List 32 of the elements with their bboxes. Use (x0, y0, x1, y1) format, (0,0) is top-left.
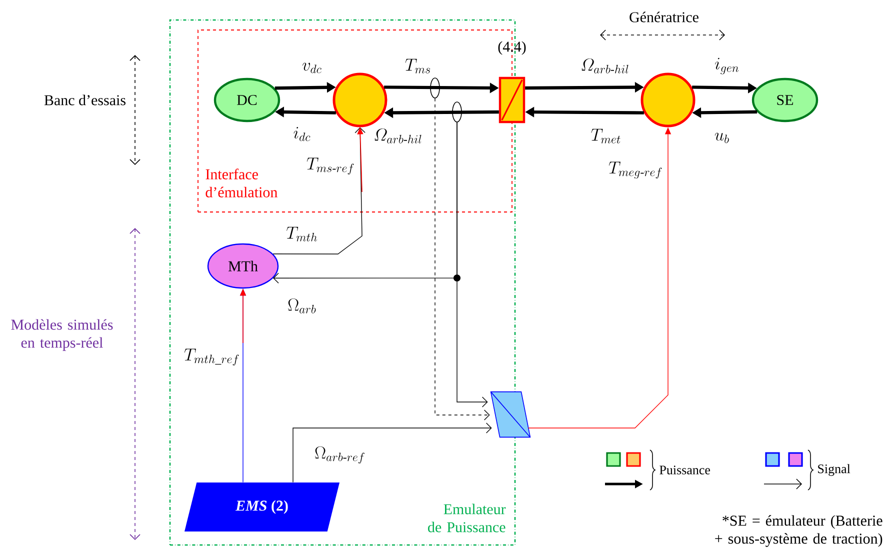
footnote: *SE = émulateur (Batterie + sous-système de traction) (715, 515, 882, 547)
coupling-circle (332, 72, 388, 128)
edge-label: $T_{mth}$ (285, 226, 319, 242)
edge-label: $\Omega_{arb\text{-}ref}$ (314, 446, 366, 464)
edge-label: $T_{ms}$ (404, 58, 432, 74)
side-label: Banc d’essais (44, 94, 126, 106)
edge-label: $T_{met}$ (590, 128, 622, 144)
side-label: Modèles simulés en temps-réel (11, 319, 113, 351)
direction-label: Génératrice (630, 12, 698, 22)
edge-label: $i_{gen}$ (714, 56, 740, 76)
ems-block: EMS (2) (184, 482, 340, 532)
legend-label: Signal (818, 464, 850, 476)
signal-arrow (292, 422, 492, 483)
sensor-ellipse (452, 102, 462, 122)
converter-block: (4.4) (498, 41, 526, 124)
node-label: (4.4) (498, 41, 526, 55)
signal-arrow (272, 127, 366, 254)
signal-arrow (456, 122, 488, 408)
sensor-ellipse (430, 78, 440, 98)
coupling-circle (640, 72, 696, 128)
converter-block (490, 391, 531, 438)
edge-label: $v_{dc}$ (301, 62, 323, 74)
edge-label: $\varOmega_{arb\text{-}hil}$ (580, 58, 630, 74)
edge-label: $\Omega_{arb}$ (286, 298, 318, 314)
edge-label: $u_{b}$ (713, 132, 731, 144)
signal-label: $T_{ms\text{-}ref}$ (306, 158, 354, 174)
edge-label: $T_{meg\text{-}ref}$ (608, 160, 664, 180)
edge-label: $T_{mth\_ref}$ (183, 348, 241, 366)
signal-arrow (434, 98, 490, 420)
edge-label: $\varOmega_{arb\text{-}hil}$ (372, 128, 424, 144)
edge-label: $i_{dc}$ (292, 126, 312, 142)
legend-label: Puissance (660, 466, 710, 474)
